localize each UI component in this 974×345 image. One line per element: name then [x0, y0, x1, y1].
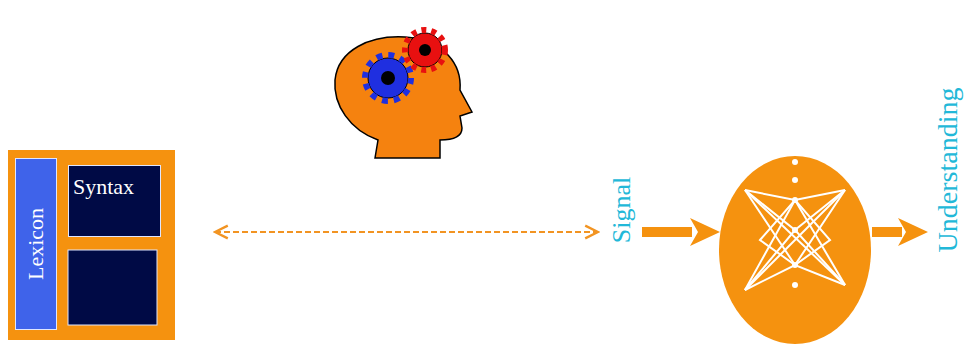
lexicon-bar: Lexicon — [15, 158, 57, 330]
head-icon — [335, 30, 472, 158]
grammar-panel — [8, 150, 175, 340]
dashed-arrow — [215, 231, 598, 233]
neural-network — [719, 156, 871, 344]
output-arrow — [872, 218, 928, 246]
empty-box — [68, 250, 157, 325]
signal-label: Signal — [609, 177, 635, 243]
node-text: Lexicon — [25, 208, 47, 280]
understanding-label: Understanding — [934, 88, 962, 253]
syntax-box: Syntax — [68, 165, 161, 237]
node-text: Syntax — [69, 166, 160, 198]
input-arrow — [642, 218, 720, 246]
